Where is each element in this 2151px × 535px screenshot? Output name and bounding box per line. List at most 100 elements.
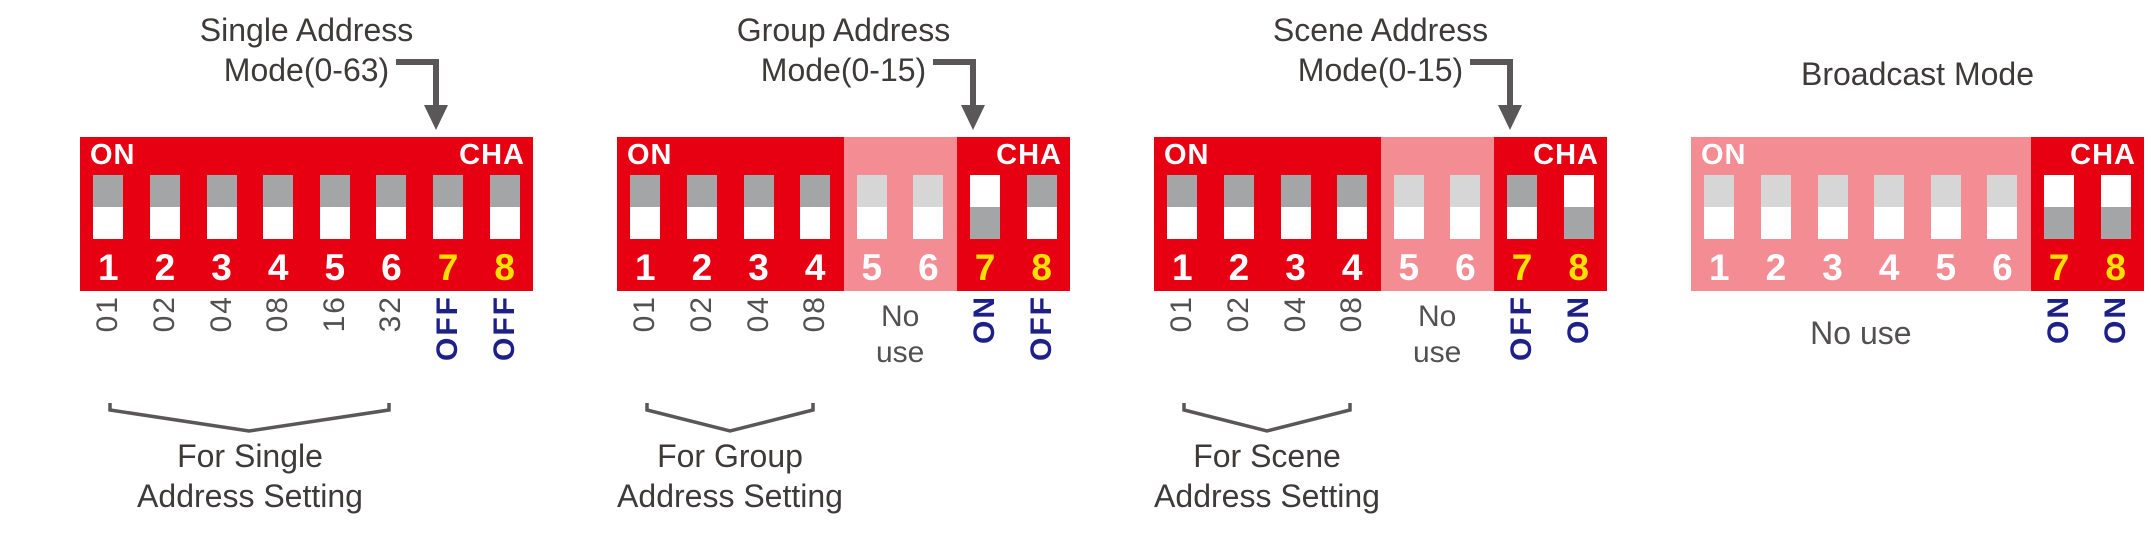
- dip-switch-1: [1167, 175, 1198, 239]
- dip-switch-5: [319, 175, 350, 239]
- dip-switch-4: [263, 175, 294, 239]
- switch-handle: [1223, 207, 1254, 239]
- switch-handle: [1563, 175, 1594, 207]
- switch-state-label: OFF: [1505, 295, 1539, 361]
- switch-handle: [2100, 175, 2131, 207]
- switch-handle: [489, 207, 520, 239]
- dip-switch-7: [970, 175, 1001, 239]
- range-bracket: [645, 403, 815, 433]
- switch-number: 8: [2105, 247, 2126, 288]
- dip-switch-3: [743, 175, 774, 239]
- no-use-label: No use: [1412, 300, 1462, 369]
- no-use-overlay: [1380, 137, 1494, 291]
- dip-header: ON CHA: [1164, 139, 1599, 172]
- dip-switch-8: [2100, 175, 2131, 239]
- switch-labels-row: 01 02 04 08 16 32 OFF OFF: [80, 295, 533, 403]
- cha-label: CHA: [996, 139, 1062, 171]
- title-line-2: Mode(0-63): [223, 52, 390, 88]
- caption-line-1: For Single: [177, 438, 323, 474]
- switch-state-label: OFF: [431, 295, 465, 361]
- switch-number: 5: [324, 247, 346, 288]
- on-label: ON: [627, 139, 673, 171]
- switch-value-label: 32: [374, 295, 408, 333]
- dip-switch-4: [1337, 175, 1368, 239]
- switch-value-label: 08: [798, 295, 832, 333]
- bracket-caption: For Group Address Setting: [617, 436, 843, 516]
- no-use-label: No use: [875, 300, 925, 369]
- switch-number: 7: [2048, 247, 2070, 288]
- switch-number: 1: [635, 247, 656, 288]
- switch-number: 4: [804, 247, 826, 288]
- switch-value-label: 02: [147, 295, 181, 333]
- switch-number: 3: [1285, 247, 1306, 288]
- dip-switch-block: ON CHA 1 2 3 4 5 6 7 8: [617, 137, 1070, 291]
- switch-handle: [1167, 207, 1198, 239]
- switch-number: 4: [1341, 247, 1363, 288]
- switch-value-label: 04: [741, 295, 775, 333]
- switch-number: 2: [154, 247, 176, 288]
- dip-switch-8: [1563, 175, 1594, 239]
- switch-number: 8: [1031, 247, 1052, 288]
- panel-single-address: Single Address Mode(0-63) ON CHA 1 2 3 4…: [80, 0, 533, 535]
- switch-number: 2: [1228, 247, 1250, 288]
- dip-switch-8: [489, 175, 520, 239]
- panel-title: Group Address Mode(0-15): [617, 10, 1070, 90]
- switch-value-label: 02: [684, 295, 718, 333]
- arrow-down-icon: [396, 59, 448, 130]
- switch-handle: [1337, 207, 1368, 239]
- on-label: ON: [1164, 139, 1210, 171]
- switch-number: 3: [211, 247, 232, 288]
- switch-number: 7: [1511, 247, 1533, 288]
- cha-label: CHA: [1533, 139, 1599, 171]
- switch-handle: [630, 207, 661, 239]
- switch-handle: [206, 207, 237, 239]
- switch-number: 1: [98, 247, 119, 288]
- cha-label: CHA: [2070, 139, 2136, 171]
- switch-handle: [1026, 207, 1057, 239]
- dip-header: ON CHA: [627, 139, 1062, 172]
- dip-switch-8: [1026, 175, 1057, 239]
- switch-handle: [433, 207, 464, 239]
- range-bracket: [1182, 403, 1352, 433]
- arrow-down-icon: [1470, 59, 1522, 130]
- panel-title: Broadcast Mode: [1691, 54, 2144, 94]
- dip-switch-2: [686, 175, 717, 239]
- switch-handle: [686, 207, 717, 239]
- title-line-2: Mode(0-15): [760, 52, 927, 88]
- dip-switch-4: [800, 175, 831, 239]
- switch-handle: [263, 207, 294, 239]
- no-use-label: No use: [1810, 315, 1912, 351]
- switch-number: 7: [437, 247, 459, 288]
- switch-handle: [1280, 207, 1311, 239]
- switch-handle: [800, 207, 831, 239]
- switch-number: 3: [748, 247, 769, 288]
- panel-broadcast-mode: Broadcast Mode ON CHA 1 2 3 4 5 6 7 8: [1691, 0, 2144, 535]
- title-line-1: Single Address: [199, 12, 414, 48]
- switch-handle: [149, 207, 180, 239]
- dip-header: ON CHA: [90, 139, 525, 172]
- panel-title: Single Address Mode(0-63): [80, 10, 533, 90]
- switch-state-label: ON: [2042, 295, 2076, 344]
- title-line-1: Broadcast Mode: [1800, 56, 2034, 92]
- caption-line-1: For Group: [657, 438, 803, 474]
- dip-switch-7: [433, 175, 464, 239]
- switch-number: 7: [974, 247, 996, 288]
- switch-value-label: 01: [91, 295, 125, 333]
- panel-group-address: Group Address Mode(0-15) ON CHA 1 2 3 4 …: [617, 0, 1070, 535]
- dip-switch-7: [1507, 175, 1538, 239]
- caption-line-2: Address Setting: [1154, 478, 1380, 514]
- caption-line-2: Address Setting: [137, 478, 363, 514]
- switch-state-label: ON: [968, 295, 1002, 344]
- dip-switch-1: [630, 175, 661, 239]
- switch-value-label: 02: [1221, 295, 1255, 333]
- switch-handle: [2044, 175, 2075, 207]
- title-line-2: Mode(0-15): [1297, 52, 1464, 88]
- bracket-caption: For Scene Address Setting: [1154, 436, 1380, 516]
- title-line-1: Group Address: [736, 12, 951, 48]
- switch-handle: [93, 207, 124, 239]
- dip-switch-6: [376, 175, 407, 239]
- dip-switch-2: [1223, 175, 1254, 239]
- dip-header: ON CHA: [1701, 139, 2136, 172]
- dip-switch-3: [206, 175, 237, 239]
